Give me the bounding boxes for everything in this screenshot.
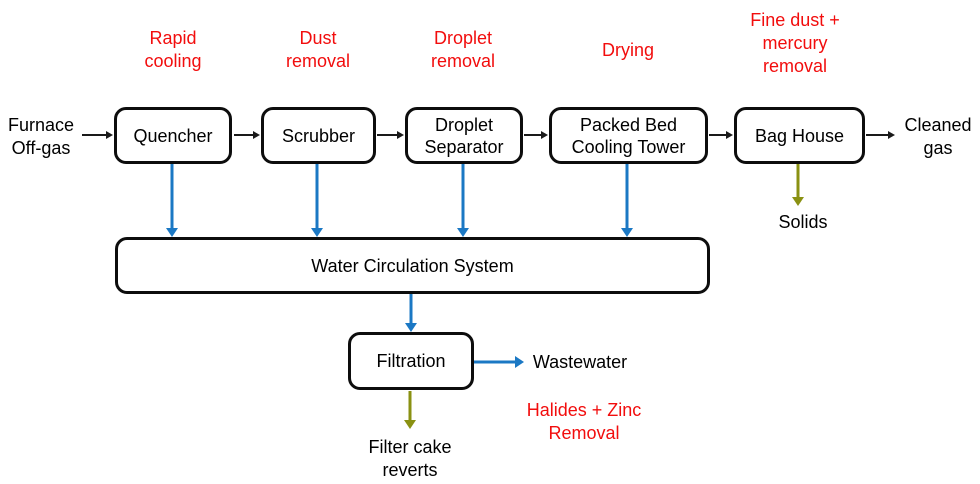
node-label: Quencher (133, 125, 213, 146)
arrow-scrubber-to-droplet (377, 128, 404, 142)
stream-label-solids: Solids (778, 212, 828, 232)
stage-label-droplet-removal: Droplet removal (430, 28, 496, 71)
node-bag-house: Bag House (734, 107, 865, 164)
arrow-droplet-to-packed-bed (524, 128, 548, 142)
node-label: Bag House (754, 125, 845, 146)
arrow-packed-bed-to-water (620, 164, 634, 237)
stage-label-rapid-cooling: Rapid cooling (144, 28, 202, 71)
node-label: Packed Bed Cooling Tower (571, 114, 686, 157)
arrow-filtration-to-filter-cake (403, 391, 417, 429)
arrow-water-to-filtration (404, 294, 418, 332)
stream-label-filter-cake: Filter cake reverts (368, 437, 452, 480)
node-label: Scrubber (281, 125, 356, 146)
node-scrubber: Scrubber (261, 107, 376, 164)
stream-label-furnace-offgas: Furnace Off-gas (7, 115, 75, 158)
stage-label-halides-zinc-removal: Halides + Zinc Removal (526, 400, 642, 443)
arrow-quencher-to-scrubber (234, 128, 260, 142)
node-quencher: Quencher (114, 107, 232, 164)
arrow-furnace-to-quencher (82, 128, 113, 142)
arrow-bag-house-to-solids (791, 164, 805, 206)
arrow-scrubber-to-water (310, 164, 324, 237)
stage-label-fine-dust-mercury: Fine dust + mercury removal (750, 10, 840, 76)
arrow-packed-bed-to-bag-house (709, 128, 733, 142)
node-packed-bed-cooling-tower: Packed Bed Cooling Tower (549, 107, 708, 164)
arrow-filtration-to-wastewater (474, 355, 524, 369)
node-filtration: Filtration (348, 332, 474, 390)
stream-label-wastewater: Wastewater (532, 352, 628, 372)
node-droplet-separator: Droplet Separator (405, 107, 523, 164)
node-water-circulation-system: Water Circulation System (115, 237, 710, 294)
node-label: Droplet Separator (424, 114, 504, 157)
node-label: Water Circulation System (311, 255, 514, 276)
arrow-quencher-to-water (165, 164, 179, 237)
stage-label-drying: Drying (601, 40, 654, 60)
stage-label-dust-removal: Dust removal (285, 28, 351, 71)
node-label: Filtration (376, 351, 446, 371)
arrow-bag-house-to-cleaned-gas (866, 128, 895, 142)
arrow-droplet-to-water (456, 164, 470, 237)
stream-label-cleaned-gas: Cleaned gas (904, 115, 972, 158)
